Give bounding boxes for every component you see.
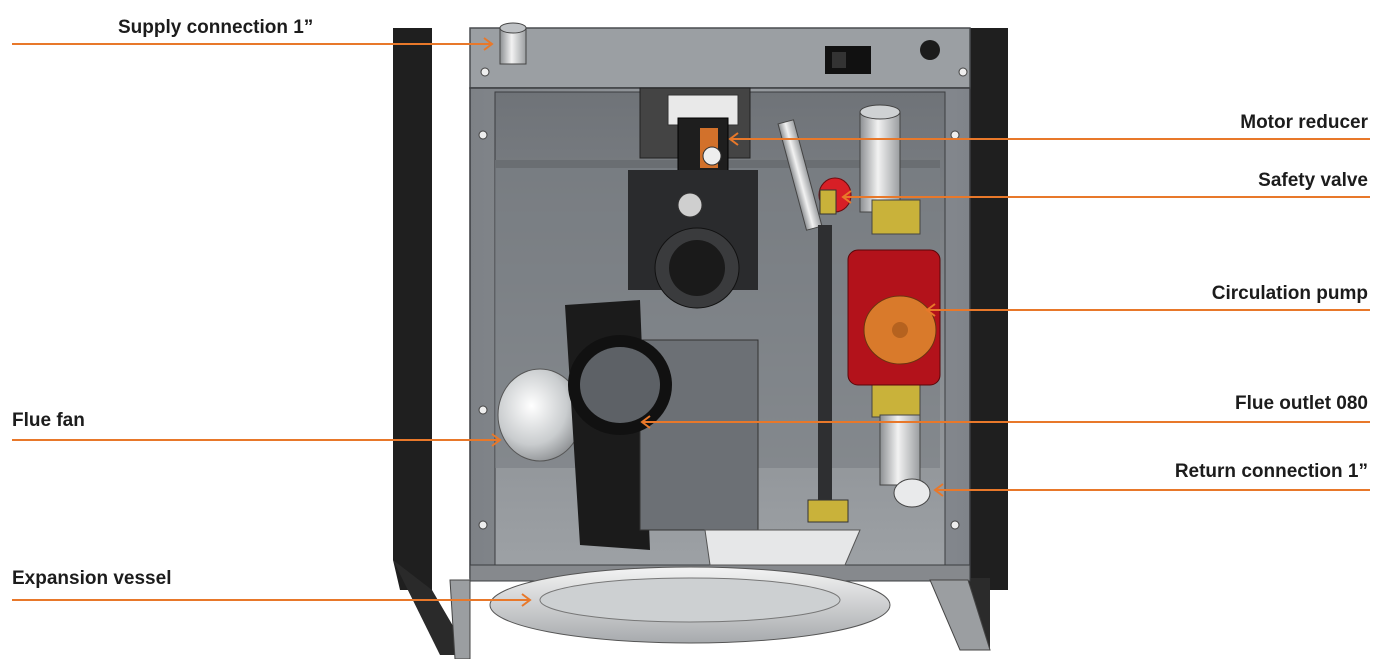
label-supply-connection: Supply connection 1” bbox=[118, 17, 314, 38]
power-switch bbox=[825, 46, 871, 74]
return-pipe bbox=[859, 104, 931, 508]
leader-safety bbox=[841, 190, 1370, 204]
safety-valve bbox=[818, 177, 852, 215]
label-circulation-pump: Circulation pump bbox=[1211, 283, 1368, 304]
leader-return bbox=[933, 483, 1370, 497]
top-panel bbox=[469, 27, 971, 89]
label-safety-valve: Safety valve bbox=[1258, 170, 1368, 191]
drain-tray bbox=[704, 529, 861, 566]
leader-flue-fan bbox=[12, 433, 502, 447]
flue-outlet bbox=[568, 335, 672, 435]
label-flue-fan: Flue fan bbox=[12, 410, 85, 431]
leader-lines bbox=[12, 37, 1370, 607]
leader-flue-outlet bbox=[640, 415, 1370, 429]
leader-expansion bbox=[12, 593, 532, 607]
leader-motor bbox=[728, 132, 1370, 146]
label-flue-outlet: Flue outlet 080 bbox=[1234, 393, 1368, 414]
thin-pipe bbox=[777, 119, 849, 523]
burner-plate bbox=[628, 170, 758, 309]
leader-pump bbox=[925, 303, 1370, 317]
motor-reducer bbox=[639, 87, 751, 179]
circulation-pump bbox=[847, 249, 941, 386]
cabinet-side-left bbox=[393, 28, 470, 655]
label-return-connection: Return connection 1” bbox=[1174, 461, 1368, 482]
supply-pipe bbox=[499, 22, 527, 65]
leader-supply bbox=[12, 37, 494, 51]
label-motor-reducer: Motor reducer bbox=[1240, 112, 1368, 133]
label-expansion-vessel: Expansion vessel bbox=[12, 568, 172, 589]
expansion-vessel bbox=[489, 566, 891, 644]
knob bbox=[920, 40, 940, 60]
